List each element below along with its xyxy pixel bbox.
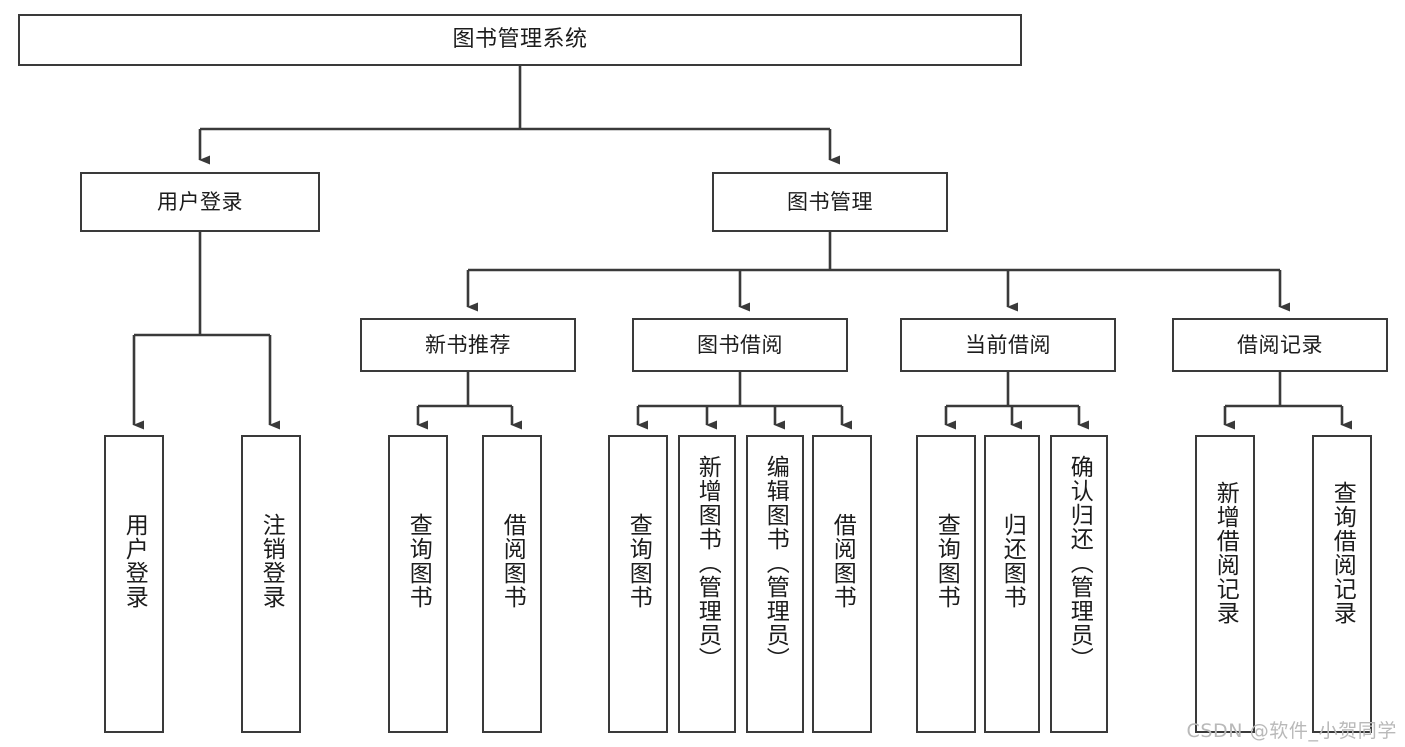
node-borrow-record[interactable]: 借阅记录 — [1172, 318, 1388, 372]
node-book-management[interactable]: 图书管理 — [712, 172, 948, 232]
node-label: 查询借阅记录 — [1329, 481, 1356, 625]
leaf-add-book-admin[interactable]: 新增图书（管理员） — [678, 435, 736, 733]
leaf-query-book-current[interactable]: 查询图书 — [916, 435, 976, 733]
node-label: 借阅记录 — [1237, 332, 1323, 357]
leaf-query-book-borrow[interactable]: 查询图书 — [608, 435, 668, 733]
leaf-confirm-return-admin[interactable]: 确认归还（管理员） — [1050, 435, 1108, 733]
node-label: 新增图书（管理员） — [694, 455, 721, 671]
leaf-query-borrow-record[interactable]: 查询借阅记录 — [1312, 435, 1372, 733]
leaf-query-book-recommend[interactable]: 查询图书 — [388, 435, 448, 733]
node-label: 借阅图书 — [499, 513, 526, 609]
leaf-user-logout[interactable]: 注销登录 — [241, 435, 301, 733]
node-label: 确认归还（管理员） — [1066, 455, 1093, 671]
node-label: 新增借阅记录 — [1212, 481, 1239, 625]
node-label: 查询图书 — [405, 513, 432, 609]
node-label: 归还图书 — [999, 513, 1026, 609]
node-label: 借阅图书 — [829, 513, 856, 609]
node-label: 图书管理系统 — [452, 27, 588, 53]
leaf-user-login[interactable]: 用户登录 — [104, 435, 164, 733]
node-label: 当前借阅 — [965, 332, 1051, 357]
leaf-add-borrow-record[interactable]: 新增借阅记录 — [1195, 435, 1255, 733]
node-root-system[interactable]: 图书管理系统 — [18, 14, 1022, 66]
node-label: 注销登录 — [258, 513, 285, 609]
node-user-login[interactable]: 用户登录 — [80, 172, 320, 232]
node-label: 查询图书 — [933, 513, 960, 609]
csdn-watermark: CSDN @软件_小贺同学 — [1186, 720, 1397, 742]
node-label: 图书借阅 — [697, 332, 783, 357]
node-current-borrow[interactable]: 当前借阅 — [900, 318, 1116, 372]
node-label: 查询图书 — [625, 513, 652, 609]
leaf-edit-book-admin[interactable]: 编辑图书（管理员） — [746, 435, 804, 733]
node-book-borrow[interactable]: 图书借阅 — [632, 318, 848, 372]
leaf-return-book[interactable]: 归还图书 — [984, 435, 1040, 733]
node-label: 图书管理 — [787, 189, 873, 214]
node-new-book-recommend[interactable]: 新书推荐 — [360, 318, 576, 372]
node-label: 新书推荐 — [425, 332, 511, 357]
leaf-borrow-book[interactable]: 借阅图书 — [812, 435, 872, 733]
node-label: 用户登录 — [157, 189, 243, 214]
leaf-borrow-book-recommend[interactable]: 借阅图书 — [482, 435, 542, 733]
node-label: 编辑图书（管理员） — [762, 455, 789, 671]
node-label: 用户登录 — [121, 513, 148, 609]
